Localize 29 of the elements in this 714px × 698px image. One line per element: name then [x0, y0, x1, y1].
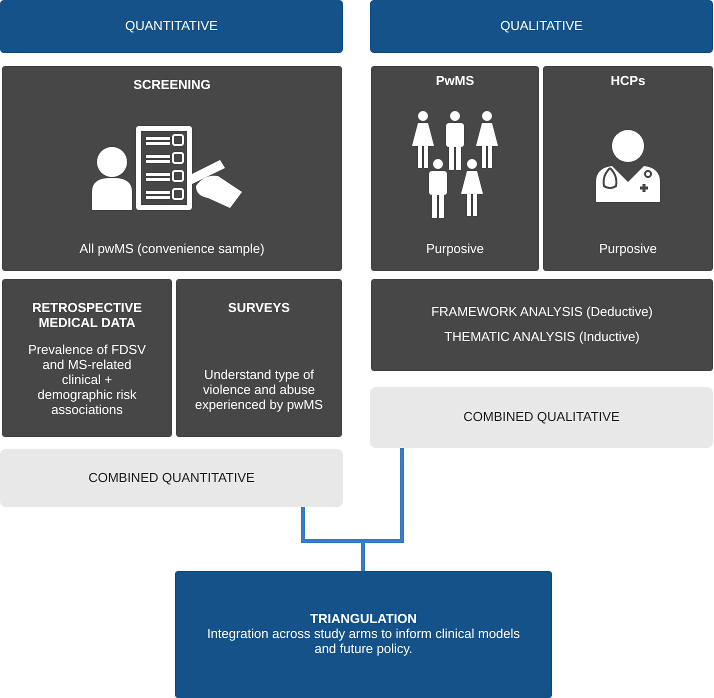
summary-box — [370, 387, 713, 448]
box-text: All pwMS (convenience sample) — [80, 242, 264, 257]
process-box — [176, 279, 342, 437]
box-title: PwMS — [436, 74, 474, 89]
result-box — [175, 571, 552, 698]
box-text: THEMATIC ANALYSIS (Inductive) — [444, 330, 640, 345]
summary-box — [0, 449, 343, 507]
process-box — [2, 66, 342, 271]
box-text: COMBINED QUANTITATIVE — [88, 470, 255, 486]
process-box — [371, 66, 539, 271]
process-box — [543, 66, 713, 271]
box-text: COMBINED QUALITATIVE — [463, 410, 620, 425]
box-title: RETROSPECTIVE MEDICAL DATA — [31, 301, 143, 331]
box-text: Understand type of violence and abuse experienced by pwMS — [194, 368, 324, 413]
process-box — [2, 279, 172, 437]
box-title: TRIANGULATION — [310, 612, 417, 628]
box-text: Prevalence of FDSV and MS-related clinical + demographic risk associations — [27, 342, 147, 418]
section-header — [370, 0, 713, 53]
box-text: Purposive — [599, 242, 657, 257]
box-text: Purposive — [426, 242, 484, 257]
box-text: Integration across study arms to inform clinical models and future policy. — [206, 627, 521, 657]
box-text: QUANTITATIVE — [125, 19, 218, 34]
box-text: FRAMEWORK ANALYSIS (Deductive) — [431, 305, 653, 320]
section-header — [0, 0, 343, 53]
box-text: QUALITATIVE — [500, 19, 583, 34]
box-title: HCPs — [610, 74, 646, 89]
process-box — [371, 279, 713, 371]
box-title: SCREENING — [133, 78, 211, 93]
box-title: SURVEYS — [228, 301, 290, 316]
